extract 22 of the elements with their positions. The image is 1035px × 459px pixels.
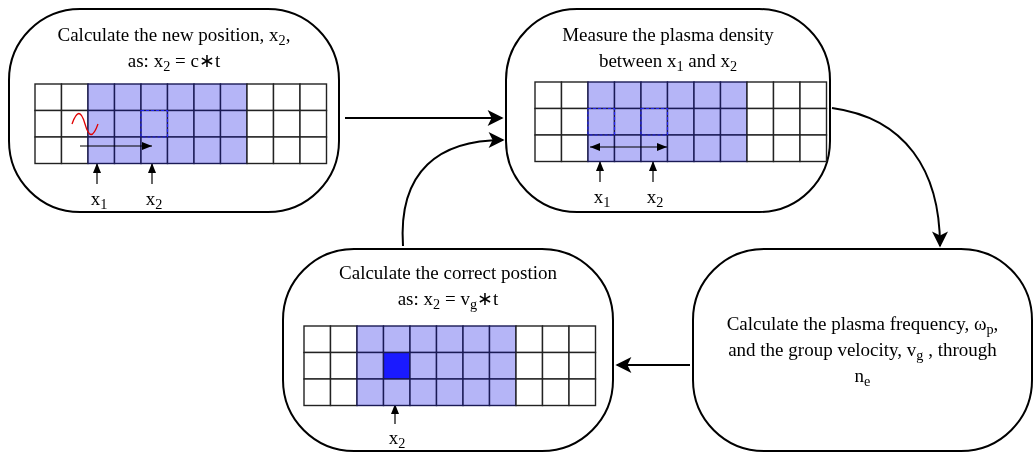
leader-arrow	[93, 163, 101, 185]
position-label: x$_{1}$	[90, 188, 108, 210]
leader-arrow	[596, 161, 604, 183]
step-text: Calculate the correct postion as: x$_{2}$ = v$_{g}$∗t	[338, 261, 558, 312]
leader-arrow	[649, 161, 657, 183]
flow-arrow	[344, 110, 504, 126]
position-label: x$_{2}$	[388, 427, 406, 449]
rounded-process-box	[505, 8, 831, 213]
flow-arrow	[401, 132, 505, 247]
rounded-process-box	[692, 248, 1033, 452]
rounded-process-box	[8, 8, 340, 213]
rounded-process-box	[282, 248, 614, 452]
step-text: Calculate the new position, x$_{2}$, as: x$_{2}$ = c∗t	[56, 23, 292, 74]
position-label: x$_{1}$	[593, 186, 611, 208]
step-text: Measure the plasma density between x$_{1}$ and x$_{2}$	[561, 23, 775, 74]
leader-arrow	[391, 404, 399, 425]
flow-arrow	[831, 107, 948, 248]
leader-arrow	[148, 163, 156, 185]
step-text: Calculate the plasma frequency, ω$_{p}$, and the group velocity, v$_{g}$ , through n$_{e}$	[725, 312, 1000, 389]
position-label: x$_{2}$	[145, 188, 163, 210]
position-label: x$_{2}$	[646, 186, 664, 208]
flow-arrow	[615, 357, 691, 373]
